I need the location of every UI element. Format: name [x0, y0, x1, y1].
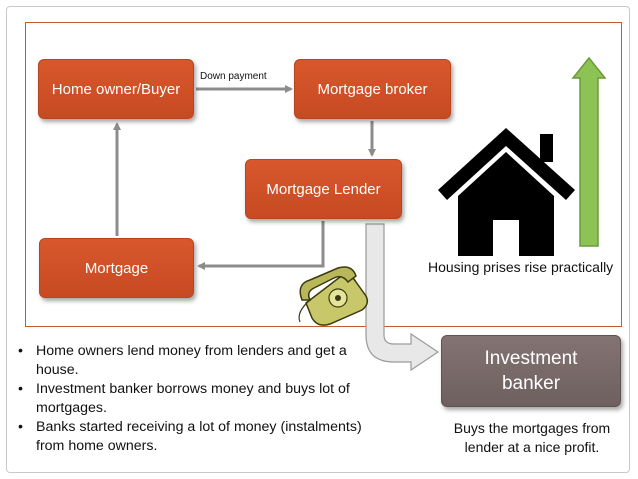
up-arrow-icon — [571, 56, 607, 247]
down-payment-label: Down payment — [200, 71, 267, 82]
node-mortgage: Mortgage — [39, 238, 194, 298]
investment-caption: Buys the mortgages from lender at a nice… — [436, 419, 628, 457]
housing-caption: Housing prises rise practically — [428, 259, 614, 275]
investment-label-line2: banker — [501, 373, 561, 394]
telephone-icon — [298, 266, 369, 326]
node-home-owner-buyer: Home owner/Buyer — [38, 59, 194, 119]
arrow-lender-to-mortgage — [197, 221, 325, 270]
investment-caption-line1: Buys the mortgages from — [453, 420, 611, 436]
diagram-frame — [25, 22, 622, 327]
bullet-item: Banks started receiving a lot of money (… — [14, 418, 374, 456]
investment-caption-line2: lender at a nice profit. — [464, 439, 600, 455]
node-investment-banker: Investment banker — [441, 335, 621, 407]
node-mortgage-lender: Mortgage Lender — [245, 159, 402, 219]
house-icon — [438, 128, 575, 256]
bullet-item: Home owners lend money from lenders and … — [14, 342, 374, 380]
node-mortgage-broker: Mortgage broker — [294, 59, 451, 119]
investment-label-line1: Investment — [484, 348, 578, 369]
bullet-list: Home owners lend money from lenders and … — [14, 342, 374, 456]
bullet-item: Investment banker borrows money and buys… — [14, 380, 374, 418]
bent-arrow-lender-to-investment — [365, 223, 440, 372]
